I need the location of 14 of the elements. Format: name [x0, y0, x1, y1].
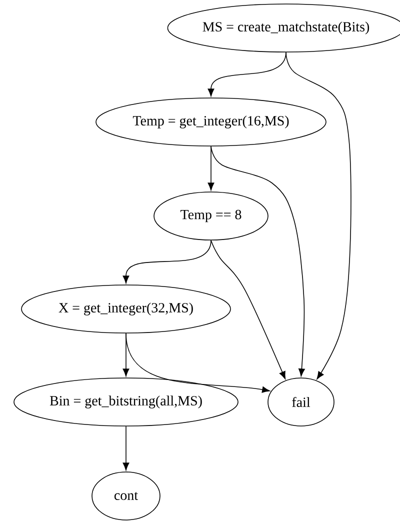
ellipse-node: X = get_integer(32,MS) — [21, 284, 231, 334]
arrow — [210, 240, 286, 380]
arrow — [122, 426, 130, 470]
arrow — [208, 52, 286, 96]
ellipse-node: Temp == 8 — [154, 192, 268, 240]
arrow — [210, 146, 305, 376]
ellipse-node: cont — [92, 472, 160, 520]
ellipse-node: Bin = get_bitstring(all,MS) — [14, 378, 238, 426]
ellipse-node: Temp = get_integer(16,MS) — [96, 98, 326, 146]
arrow — [126, 333, 270, 393]
arrow — [286, 52, 352, 380]
arrow — [122, 240, 212, 284]
ellipse-node: fail — [268, 378, 334, 426]
arrow — [208, 146, 214, 190]
